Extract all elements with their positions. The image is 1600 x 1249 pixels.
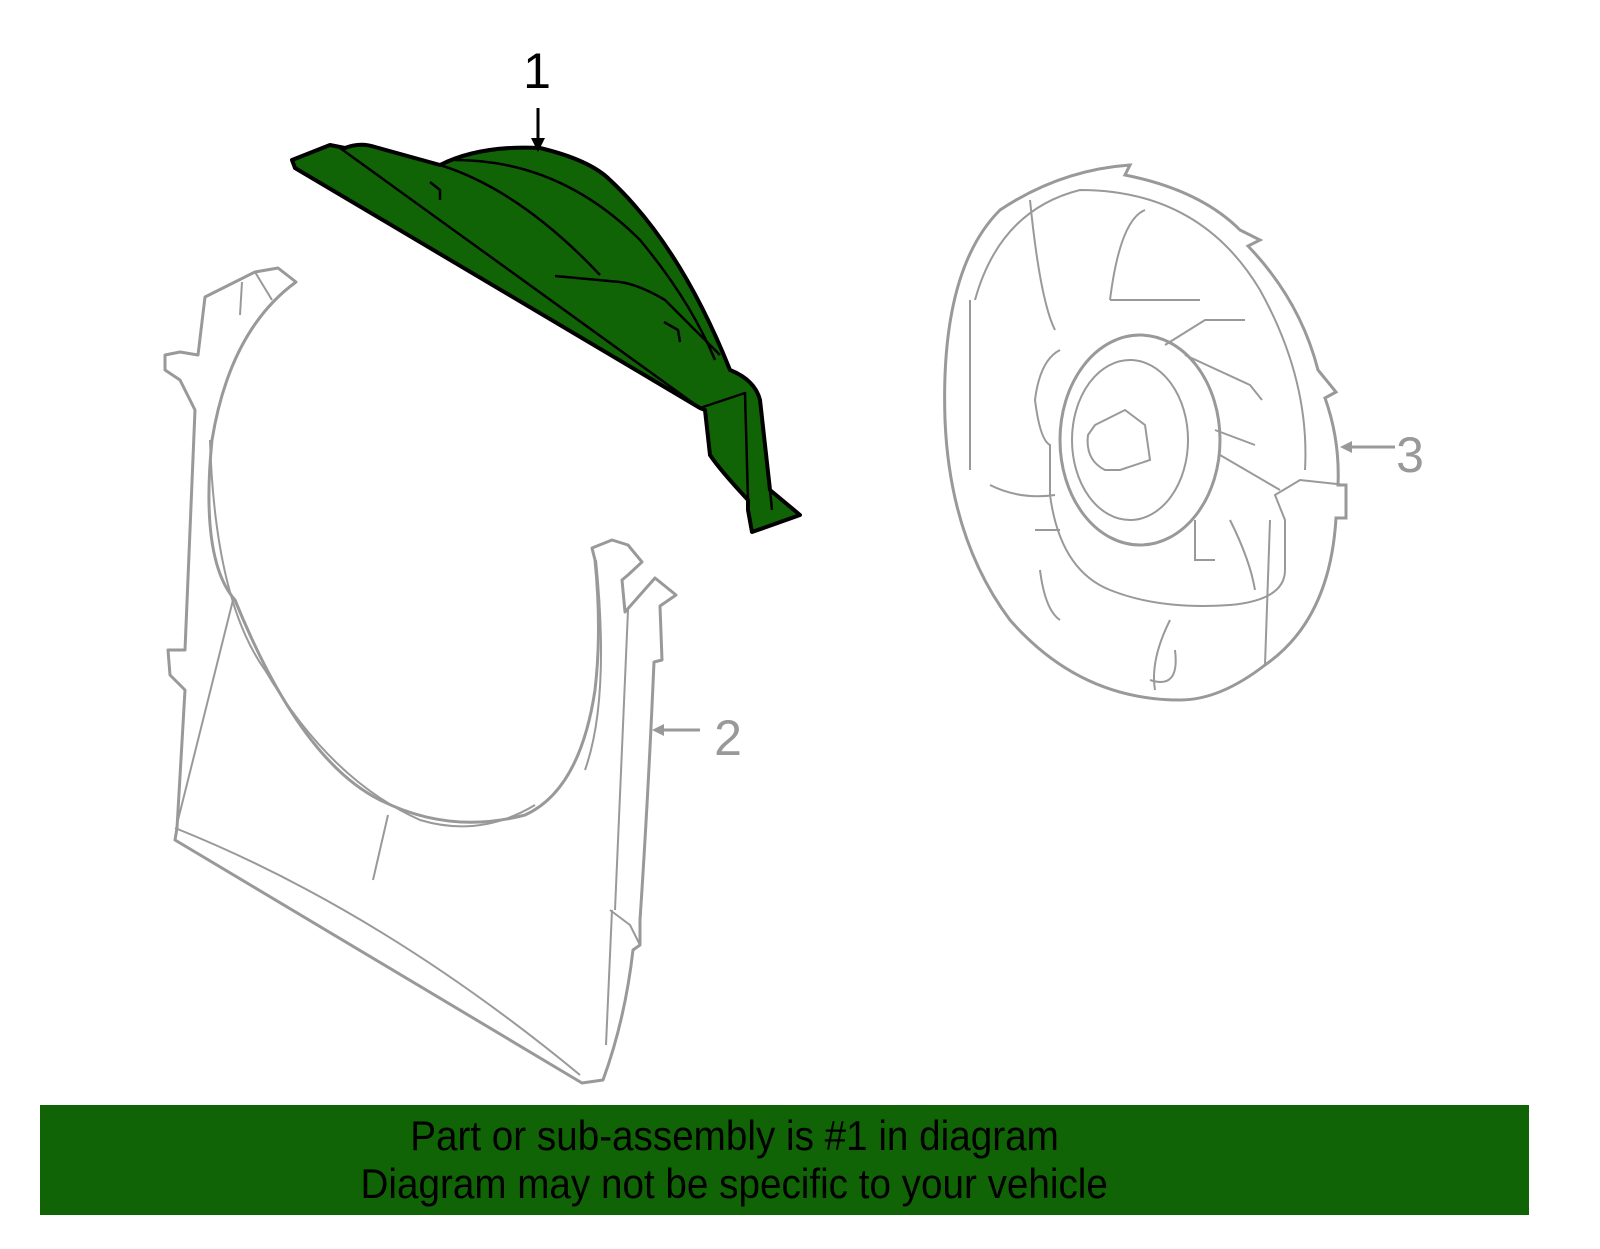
callout-2[interactable]: 2 [714,710,742,766]
callout-3[interactable]: 3 [1396,427,1424,483]
banner-line-1: Part or sub-assembly is #1 in diagram [410,1112,1059,1159]
banner-line-2: Diagram may not be specific to your vehi… [360,1160,1109,1207]
part-3-fan[interactable] [943,163,1395,702]
disclaimer-banner: Part or sub-assembly is #1 in diagram Di… [40,1105,1529,1215]
callout-1[interactable]: 1 [523,43,551,99]
part-2-shroud[interactable] [163,266,700,1085]
part-1-upper-shroud[interactable] [290,108,802,534]
